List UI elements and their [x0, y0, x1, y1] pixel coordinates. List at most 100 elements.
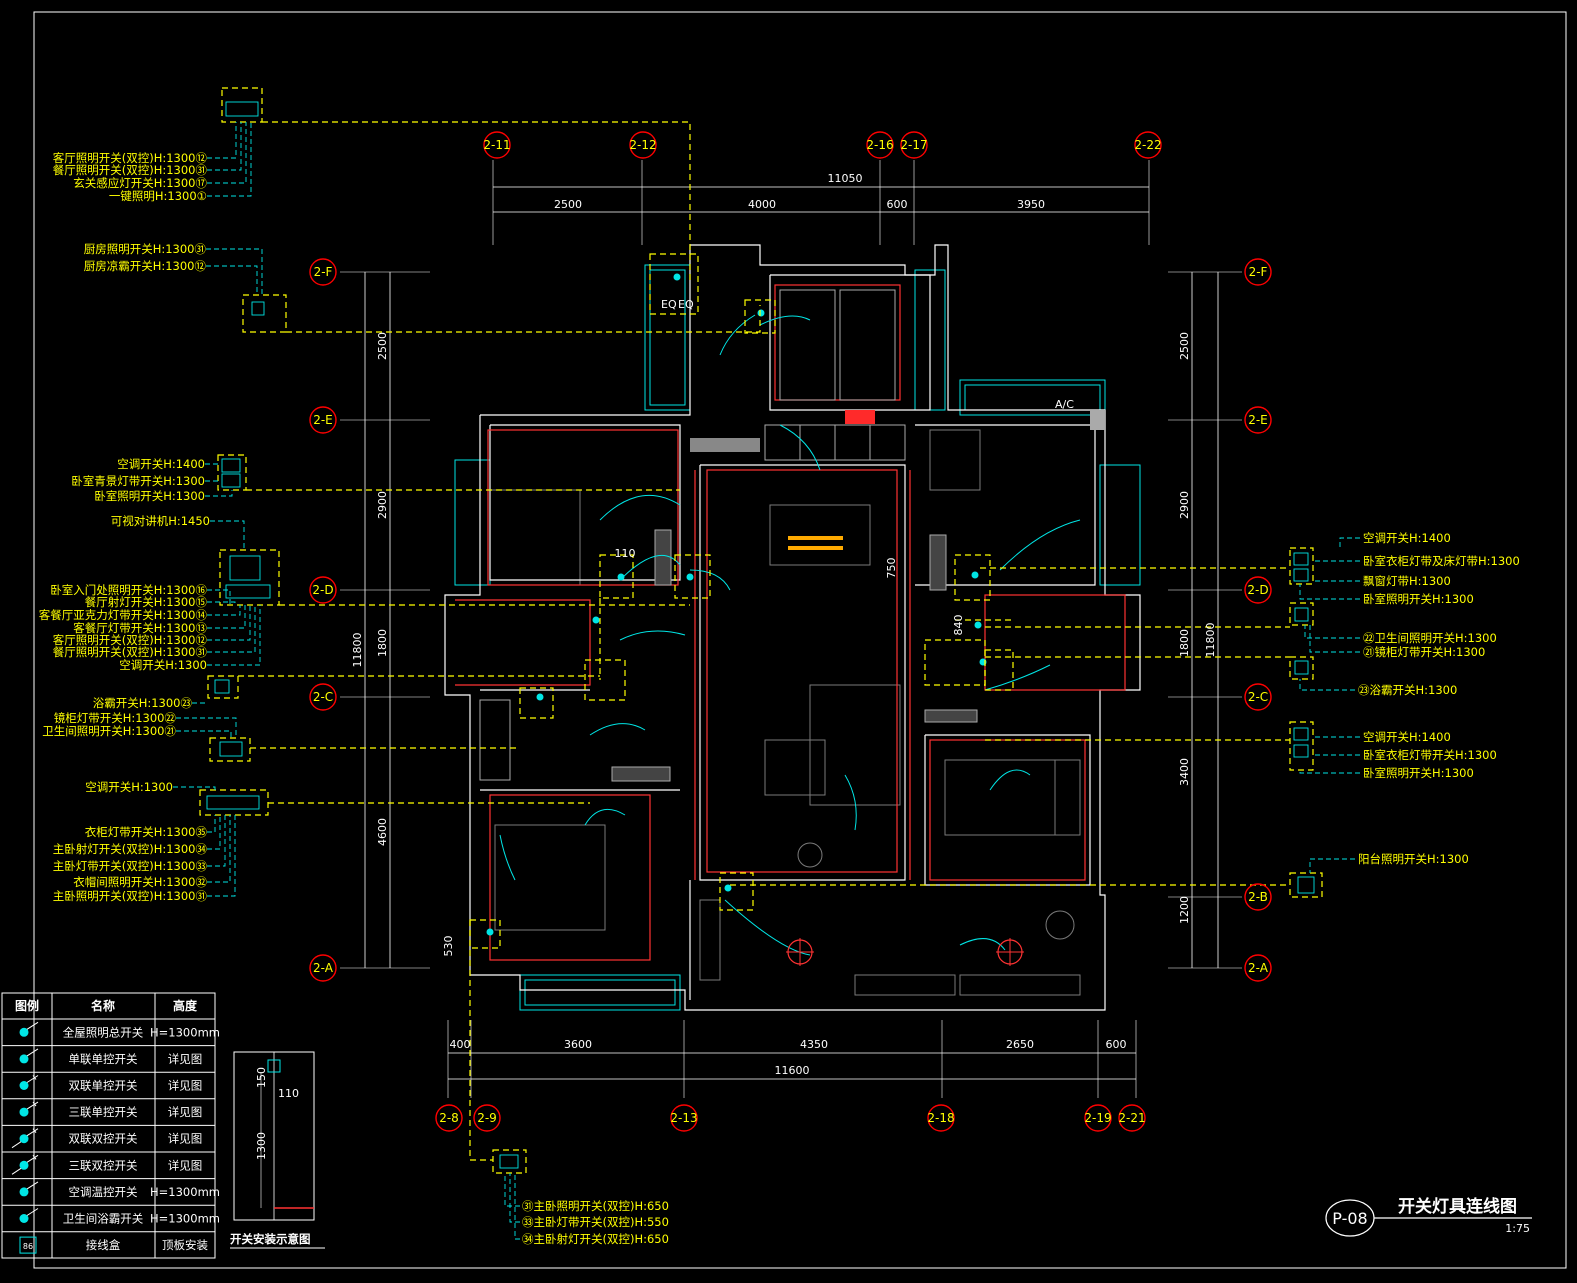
bottom-label-0: ㉛主卧照明开关(双控)H:650 — [522, 1199, 669, 1213]
axis-right-4-circle — [1244, 883, 1272, 911]
left-label-4-2: 客餐厅亚克力灯带开关H:1300⑭ — [39, 608, 208, 622]
dim-left-part-3: 4600 — [376, 818, 389, 846]
legend-symbol-0 — [19, 1021, 39, 1037]
left-label-4-4: 客厅照明开关(双控)H:1300⑫ — [53, 633, 208, 647]
cabinets — [479, 289, 978, 782]
axis-bottom-0: 2-8 — [439, 1111, 459, 1125]
dimension-lines — [364, 186, 1219, 1080]
axis-bottom-5: 2-21 — [1118, 1111, 1145, 1125]
axis-bottom-1-circle — [473, 1104, 501, 1132]
legend-height-5: 详见图 — [168, 1158, 203, 1172]
axis-left-4-circle — [309, 954, 337, 982]
right-label-3-2: 卧室照明开关H:1300 — [1363, 766, 1474, 780]
dim-bottom-total: 11600 — [775, 1064, 810, 1077]
left-label-0-2: 玄关感应灯开关H:1300⑰ — [73, 176, 207, 190]
dim-top-total: 11050 — [828, 172, 863, 185]
axis-left-2: 2-D — [312, 583, 333, 597]
left-label-8-3: 衣帽间照明开关H:1300㉜ — [73, 875, 207, 889]
dim-bottom-part-1: 3600 — [564, 1038, 592, 1051]
eq-tag-2: EQ — [678, 298, 694, 311]
axis-left-0-circle — [309, 258, 337, 286]
right-label-1-1: ㉑镜柜灯带开关H:1300 — [1363, 645, 1485, 659]
axis-bottom-4-circle — [1084, 1104, 1112, 1132]
dim-top-part-0: 2500 — [554, 198, 582, 211]
left-label-2-0: 空调开关H:1400 — [117, 457, 205, 471]
left-label-4-1: 餐厅射灯开关H:1300⑮ — [85, 595, 208, 609]
legend-height-1: 详见图 — [168, 1052, 203, 1066]
axis-right-1: 2-E — [1248, 413, 1268, 427]
axis-bottom-2-circle — [670, 1104, 698, 1132]
install-dim-110: 110 — [278, 1087, 299, 1100]
ac-tag: A/C — [1055, 398, 1074, 411]
right-label-3-1: 卧室衣柜灯带开关H:1300 — [1363, 748, 1497, 762]
legend-name-0: 全屋照明总开关 — [63, 1025, 144, 1039]
legend-name-3: 三联单控开关 — [69, 1105, 138, 1119]
left-label-8-2: 主卧灯带开关(双控)H:1300㉝ — [53, 859, 208, 873]
drawing-title: 开关灯具连线图 — [1398, 1196, 1517, 1217]
windows — [454, 264, 1141, 1011]
axis-lines — [340, 160, 1242, 1098]
axis-left-1: 2-E — [313, 413, 333, 427]
eq-tag-1: EQ — [661, 298, 677, 311]
left-label-4-0: 卧室入门处照明开关H:1300⑯ — [50, 583, 207, 597]
axis-left-2-circle — [309, 576, 337, 604]
left-label-6-0: 镜柜灯带开关H:1300㉒ — [54, 711, 177, 725]
legend-header-height: 高度 — [173, 998, 198, 1013]
axis-right-5: 2-A — [1248, 961, 1269, 975]
legend-symbol-4 — [11, 1128, 39, 1149]
left-label-8-4: 主卧照明开关(双控)H:1300㉛ — [53, 889, 208, 903]
dim-misc-110: 110 — [615, 547, 636, 560]
left-switch-labels: 客厅照明开关(双控)H:1300⑫餐厅照明开关(双控)H:1300㉛玄关感应灯开… — [39, 151, 210, 903]
bottom-label-2: ㉞主卧射灯开关(双控)H:650 — [522, 1232, 669, 1246]
dim-left-part-1: 2900 — [376, 491, 389, 519]
left-label-4-6: 空调开关H:1300 — [119, 658, 207, 672]
right-label-1-0: ㉒卫生间照明开关H:1300 — [1363, 631, 1497, 645]
dim-right-part-1: 2900 — [1178, 491, 1191, 519]
axis-bottom-3: 2-18 — [927, 1111, 954, 1125]
dim-top-part-3: 3950 — [1017, 198, 1045, 211]
legend-name-5: 三联双控开关 — [69, 1158, 138, 1172]
switch-boxes — [206, 101, 1315, 1169]
legend-height-8: 顶板安装 — [162, 1238, 208, 1252]
drawing-scale: 1:75 — [1505, 1222, 1530, 1235]
left-label-0-0: 客厅照明开关(双控)H:1300⑫ — [53, 151, 208, 165]
legend-symbol-5 — [11, 1154, 39, 1175]
left-label-0-1: 餐厅照明开关(双控)H:1300㉛ — [53, 163, 208, 177]
dim-bottom-part-3: 2650 — [1006, 1038, 1034, 1051]
left-label-1-0: 厨房照明开关H:1300㉛ — [84, 242, 207, 256]
axis-right-5-circle — [1244, 954, 1272, 982]
legend-name-1: 单联单控开关 — [69, 1052, 138, 1066]
left-label-8-1: 主卧射灯开关(双控)H:1300㉞ — [53, 842, 208, 856]
right-label-0-1: 卧室衣柜灯带及床灯带H:1300 — [1363, 554, 1520, 568]
lamps — [786, 536, 1024, 966]
axis-right-3: 2-C — [1248, 690, 1268, 704]
dim-left-part-0: 2500 — [376, 332, 389, 360]
legend-header-name: 名称 — [91, 998, 115, 1013]
legend-symbol-1 — [19, 1048, 39, 1064]
wire-runs — [199, 87, 1323, 1174]
axis-right-4: 2-B — [1248, 890, 1268, 904]
legend-height-6: H=1300mm — [150, 1185, 220, 1199]
axis-top-4: 2-22 — [1134, 138, 1161, 152]
legend-height-7: H=1300mm — [150, 1212, 220, 1226]
axis-top-4-circle — [1134, 131, 1162, 159]
axis-right-0-circle — [1244, 258, 1272, 286]
dim-right-part-2: 1800 — [1178, 629, 1191, 657]
axis-left-0: 2-F — [314, 265, 333, 279]
axis-bottom-2: 2-13 — [670, 1111, 697, 1125]
axis-top-3: 2-17 — [900, 138, 927, 152]
right-label-3-0: 空调开关H:1400 — [1363, 730, 1451, 744]
legend-symbol-2 — [19, 1075, 39, 1090]
dim-top-part-2: 600 — [887, 198, 908, 211]
legend-name-6: 空调温控开关 — [69, 1185, 138, 1199]
axis-top-3-circle — [900, 131, 928, 159]
legend-name-8: 接线盒 — [86, 1238, 121, 1252]
legend-height-3: 详见图 — [168, 1105, 203, 1119]
axis-bottom-5-circle — [1118, 1104, 1146, 1132]
axis-top-1: 2-12 — [629, 138, 656, 152]
left-label-3-0: 可视对讲机H:1450 — [111, 514, 210, 528]
